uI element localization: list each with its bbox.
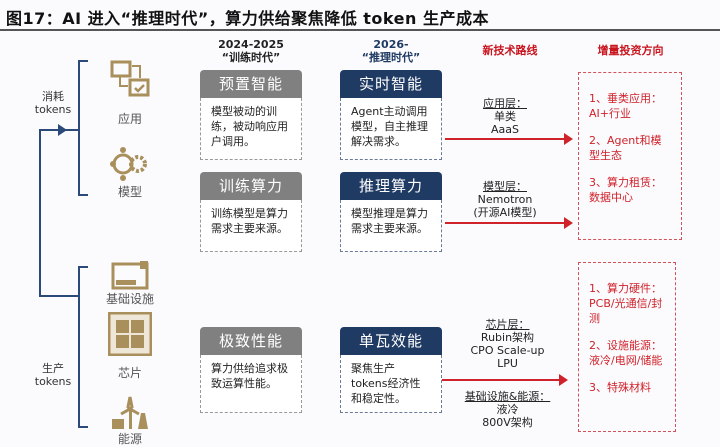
produce-label-2: tokens — [34, 375, 72, 388]
card-text: 聚焦生产tokens经济性和稳定性。 — [340, 355, 442, 413]
route-line: 单类 — [494, 110, 516, 123]
card-text: 模型被动的训练，被动响应用户调用。 — [200, 98, 302, 160]
figure-title: 图17：AI 进入“推理时代”，算力供给聚焦降低 token 生产成本 — [6, 9, 489, 28]
card-preset-intelligence: 预置智能模型被动的训练，被动响应用户调用。 — [200, 70, 302, 160]
card-title: 实时智能 — [340, 70, 442, 98]
routes-header: 新技术路线 — [482, 44, 538, 57]
route-line: LPU — [497, 357, 518, 370]
era-training-header: 2024-2025“训练时代” — [200, 38, 302, 64]
invest-item: 2、设施能源：液冷/电网/储能 — [589, 339, 663, 367]
invest-header: 增量投资方向 — [597, 44, 664, 57]
energy-icon — [112, 396, 148, 429]
flow-line — [39, 129, 41, 296]
layer-label-energy: 能源 — [117, 432, 142, 446]
era-inference-name: “推理时代” — [361, 51, 421, 64]
invest-item: 1、算力硬件：PCB/光通信/封测 — [589, 282, 663, 325]
era-inference-year: 2026- — [373, 38, 409, 51]
title-divider — [0, 29, 720, 31]
route-line: Nemotron — [477, 193, 533, 206]
card-extreme-performance: 极致性能算力供给追求极致运算性能。 — [200, 327, 302, 413]
route-line: CPO Scale-up — [470, 344, 545, 357]
layer-label-chip: 芯片 — [117, 366, 142, 380]
card-per-watt-efficiency: 单瓦效能聚焦生产tokens经济性和稳定性。 — [340, 327, 442, 413]
invest-item: 3、特殊材料 — [589, 381, 651, 394]
invest-box-bottom: 1、算力硬件：PCB/光通信/封测 2、设施能源：液冷/电网/储能 3、特殊材料 — [578, 262, 676, 432]
chip-icon — [108, 312, 152, 356]
produce-bracket — [78, 266, 88, 428]
era-inference-header: 2026-“推理时代” — [340, 38, 442, 64]
route-line: Rubin架构 — [480, 331, 535, 344]
card-training-compute: 训练算力训练模型是算力需求主要来源。 — [200, 172, 302, 252]
route-label: 模型层： — [483, 180, 527, 193]
consume-label-1: 消耗 — [42, 90, 64, 103]
layer-label-application: 应用 — [117, 112, 142, 126]
model-gear-icon — [110, 147, 147, 181]
invest-item: 1、垂类应用：AI+行业 — [589, 92, 662, 120]
route-label: 应用层： — [483, 97, 527, 110]
card-title: 推理算力 — [340, 172, 442, 200]
card-title: 预置智能 — [200, 70, 302, 98]
era-training-year: 2024-2025 — [218, 38, 284, 51]
route-model-layer: 模型层：Nemotron(开源AI模型) — [455, 180, 555, 219]
route-line: AaaS — [491, 123, 519, 136]
card-text: 模型推理是算力需求主要来源。 — [340, 200, 442, 252]
card-title: 训练算力 — [200, 172, 302, 200]
flow-line-bottom — [39, 295, 79, 297]
invest-item: 3、算力租赁：数据中心 — [589, 176, 662, 204]
route-label: 芯片层： — [485, 318, 530, 331]
route-line: 液冷 — [496, 403, 519, 416]
arrow-app-layer — [445, 133, 573, 145]
consume-label-2: tokens — [34, 103, 72, 116]
era-training-name: “训练时代” — [221, 51, 281, 64]
arrow-model-layer — [445, 217, 573, 229]
card-text: 算力供给追求极致运算性能。 — [200, 355, 302, 413]
produce-label-1: 生产 — [42, 362, 64, 375]
route-label: 基础设施&能源： — [464, 390, 551, 403]
flow-arrow-icon — [58, 124, 67, 136]
layer-label-model: 模型 — [117, 185, 142, 199]
card-text: Agent主动调用模型，自主推理解决需求。 — [340, 98, 442, 160]
card-title: 单瓦效能 — [340, 327, 442, 355]
infrastructure-icon — [111, 261, 149, 290]
invest-box-top: 1、垂类应用：AI+行业 2、Agent和模型生态 3、算力租赁：数据中心 — [578, 72, 682, 240]
card-inference-compute: 推理算力模型推理是算力需求主要来源。 — [340, 172, 442, 252]
route-line: (开源AI模型) — [473, 206, 537, 219]
route-line: 800V架构 — [482, 416, 533, 429]
arrow-chip-infra — [442, 374, 568, 386]
card-text: 训练模型是算力需求主要来源。 — [200, 200, 302, 252]
card-title: 极致性能 — [200, 327, 302, 355]
invest-item: 2、Agent和模型生态 — [589, 134, 662, 162]
layer-label-infrastructure: 基础设施 — [105, 292, 154, 306]
consume-bracket — [78, 60, 88, 196]
application-icon — [110, 60, 150, 97]
